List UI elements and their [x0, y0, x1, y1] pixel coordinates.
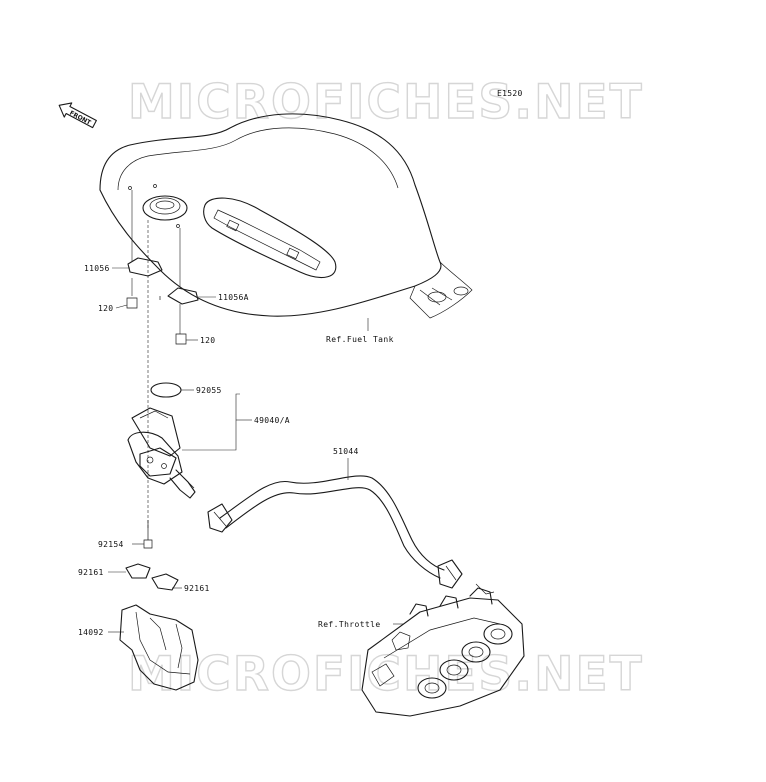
- label-120-left: 120: [98, 304, 113, 313]
- label-49040a: 49040/A: [254, 416, 290, 425]
- leader-lines: [108, 267, 404, 633]
- label-120-right: 120: [200, 336, 215, 345]
- bracket-11056: [126, 190, 163, 309]
- label-51044: 51044: [333, 447, 359, 456]
- fuel-pump-49040: [127, 407, 196, 499]
- cover-14092: [119, 604, 199, 691]
- ref-throttle: Ref.Throttle: [318, 620, 381, 629]
- label-11056: 11056: [84, 264, 110, 273]
- bolt-92154: [143, 520, 153, 549]
- watermark-top: MICROFICHES.NET: [128, 75, 644, 130]
- label-92055: 92055: [196, 386, 222, 395]
- label-92161-right: 92161: [184, 584, 210, 593]
- bracket-11056a: [159, 228, 199, 345]
- watermark-bottom: MICROFICHES.NET: [128, 647, 644, 702]
- label-11056a: 11056A: [218, 293, 249, 302]
- damper-92161-left: [125, 563, 151, 579]
- throttle-body: [361, 583, 525, 717]
- label-92161-left: 92161: [78, 568, 104, 577]
- ref-fuel-tank: Ref.Fuel Tank: [326, 335, 394, 344]
- label-92154: 92154: [98, 540, 124, 549]
- label-14092: 14092: [78, 628, 104, 637]
- fuel-hose-51044: [207, 475, 463, 589]
- diagram-code: E1520: [497, 89, 523, 98]
- damper-92161-right: [151, 573, 179, 591]
- o-ring-92055: [150, 382, 182, 398]
- fuel-tank: [99, 113, 473, 319]
- front-arrow-icon: FRONT: [58, 102, 97, 129]
